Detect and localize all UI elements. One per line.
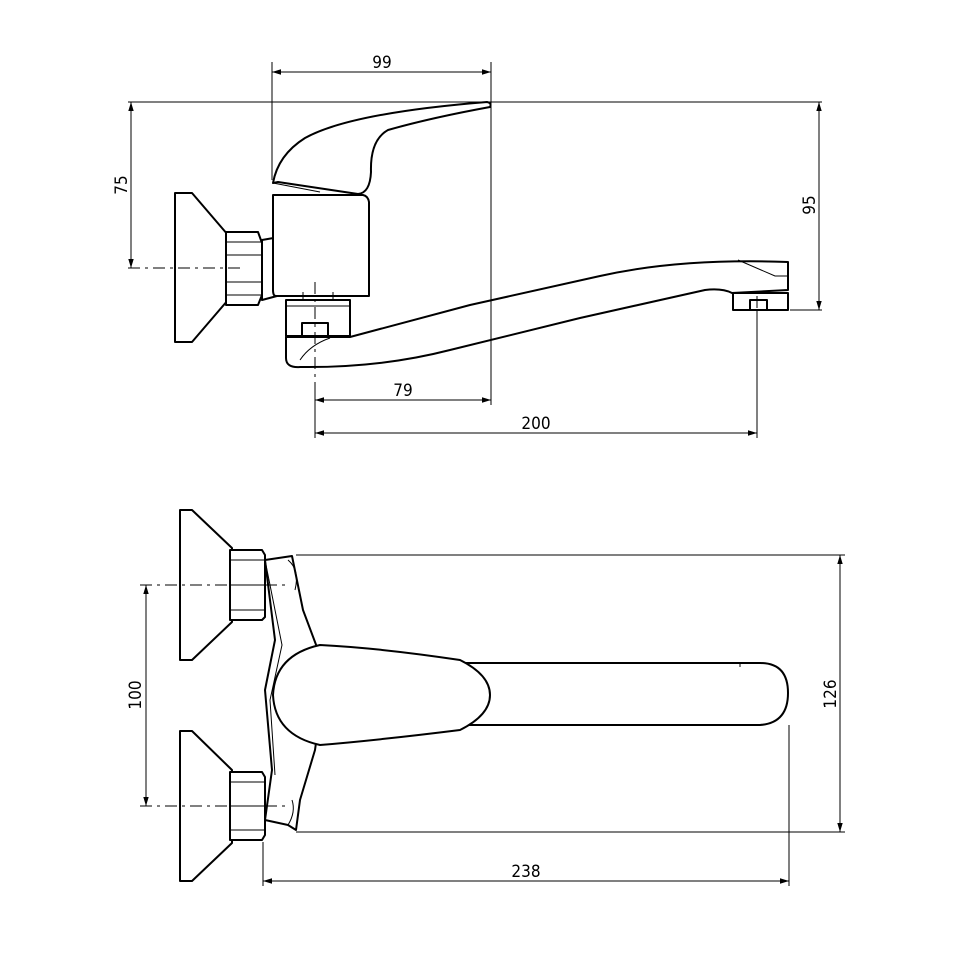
dimension-100: 100	[126, 680, 146, 709]
lower-wall-flange	[179, 730, 233, 882]
dimension-95: 95	[800, 195, 820, 214]
top-view: 100 126 238	[126, 509, 845, 886]
dimension-126: 126	[821, 679, 841, 708]
dimension-99: 99	[372, 53, 391, 73]
upper-wall-flange	[179, 509, 233, 661]
spout-top	[444, 662, 789, 726]
dimension-79: 79	[393, 381, 412, 401]
swivel-spout	[285, 260, 789, 369]
valve-body	[272, 194, 370, 297]
dimension-200: 200	[521, 414, 550, 434]
dimension-238: 238	[511, 862, 540, 882]
valve-body-top	[272, 644, 491, 746]
side-view: 99 75 95 79 200	[112, 53, 822, 438]
lever-handle	[272, 101, 492, 195]
dimension-75: 75	[112, 175, 132, 194]
